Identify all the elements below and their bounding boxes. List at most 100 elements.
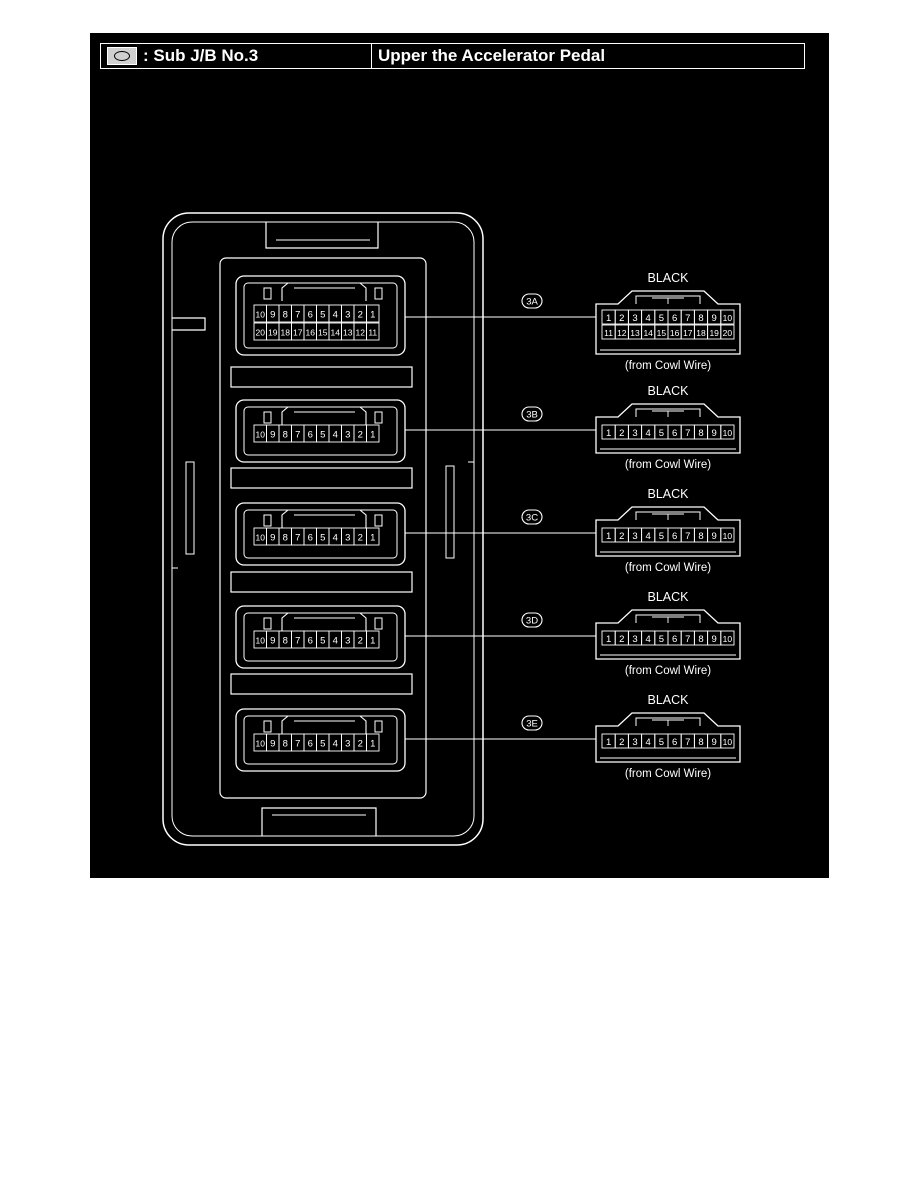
jb-pin-label: 1 <box>370 310 375 321</box>
jb-pin-cell <box>366 424 380 443</box>
harness-pin-label: 7 <box>685 313 690 324</box>
jb-separator-2 <box>230 467 413 489</box>
harness-pin-label: 18 <box>696 328 706 338</box>
jb-pin-label: 5 <box>320 430 325 441</box>
jb-pin-label: 4 <box>333 310 338 321</box>
jb-left-rib <box>185 461 195 555</box>
jb-connector-housing <box>235 502 406 566</box>
jb-pin-label: 5 <box>320 533 325 544</box>
harness-pin-label: 4 <box>646 313 651 324</box>
jb-bottom-notch <box>261 807 377 836</box>
jb-pin-label: 9 <box>270 533 275 544</box>
jb-pin-label: 3 <box>345 430 350 441</box>
jb-pin-cell <box>366 322 380 341</box>
jb-pin-label: 18 <box>281 328 291 338</box>
jb-pin-label: 8 <box>283 739 288 750</box>
jb-lock-tab-right <box>374 287 383 300</box>
connector-code-label: 3C <box>526 513 538 524</box>
jb-pin-label: 6 <box>308 533 313 544</box>
jb-pin-label: 4 <box>333 430 338 441</box>
harness-pin-label: 5 <box>659 531 664 542</box>
jb-pin-label: 3 <box>345 636 350 647</box>
harness-pin-label: 9 <box>712 634 717 645</box>
jb-pin-label: 7 <box>295 430 300 441</box>
connector-code-marker <box>521 715 543 731</box>
jb-pin-cell <box>366 304 380 323</box>
jb-lock-tab-right <box>374 514 383 527</box>
jb-pin-label: 1 <box>370 533 375 544</box>
jb-pin-label: 2 <box>358 739 363 750</box>
harness-pin-label: 5 <box>659 428 664 439</box>
jb-lock-tab-left <box>263 411 272 424</box>
connector-code-marker <box>521 406 543 422</box>
harness-pin-label: 1 <box>606 531 611 542</box>
connector-color-label: BLACK <box>648 384 690 398</box>
harness-latch <box>635 295 701 304</box>
harness-connector-housing <box>595 403 741 454</box>
harness-pin-label: 2 <box>619 531 624 542</box>
harness-pin-label: 6 <box>672 313 677 324</box>
junction-block-oval-icon <box>107 47 137 65</box>
harness-pin-label: 7 <box>685 428 690 439</box>
harness-pin-label: 7 <box>685 531 690 542</box>
jb-pin-label: 5 <box>320 739 325 750</box>
jb-latch <box>281 715 367 734</box>
connector-code-label: 3B <box>526 410 538 421</box>
connector-source-label: (from Cowl Wire) <box>625 768 711 780</box>
harness-pin-label: 8 <box>698 737 703 748</box>
harness-pin-label: 7 <box>685 737 690 748</box>
jb-pin-label: 9 <box>270 310 275 321</box>
jb-pin-label: 12 <box>356 328 366 338</box>
harness-connector-housing <box>595 609 741 660</box>
jb-pin-label: 1 <box>370 739 375 750</box>
jb-pin-label: 6 <box>308 739 313 750</box>
jb-pin-label: 10 <box>256 739 266 749</box>
diagram-panel <box>90 33 829 878</box>
harness-pin-label: 11 <box>604 328 613 338</box>
harness-pin-label: 10 <box>723 634 733 644</box>
harness-pin-label: 17 <box>683 328 693 338</box>
harness-pin-label: 19 <box>709 328 719 338</box>
harness-pin-label: 8 <box>698 531 703 542</box>
harness-pin-label: 3 <box>632 531 637 542</box>
jb-connector-housing <box>235 399 406 463</box>
harness-pin-label: 15 <box>657 328 667 338</box>
jb-pin-label: 4 <box>333 636 338 647</box>
jb-pin-label: 6 <box>308 430 313 441</box>
harness-pin-label: 13 <box>630 328 640 338</box>
jb-separator-1 <box>230 366 413 388</box>
connector-code-marker <box>521 509 543 525</box>
jb-pin-label: 1 <box>370 636 375 647</box>
harness-pin-label: 2 <box>619 634 624 645</box>
harness-latch <box>635 511 701 520</box>
harness-pin-label: 9 <box>712 531 717 542</box>
harness-pin-label: 3 <box>632 313 637 324</box>
harness-pin-label: 9 <box>712 313 717 324</box>
harness-latch <box>635 408 701 417</box>
jb-pin-label: 19 <box>268 328 278 338</box>
connector-color-label: BLACK <box>648 590 690 604</box>
jb-outer-outline <box>162 212 484 846</box>
harness-pin-label: 1 <box>606 634 611 645</box>
harness-pin-label: 9 <box>712 737 717 748</box>
harness-pin-cell <box>720 733 735 749</box>
jb-pin-label: 15 <box>318 328 328 338</box>
jb-pin-label: 7 <box>295 310 300 321</box>
harness-pin-cell <box>720 527 735 543</box>
jb-lock-tab-left <box>263 617 272 630</box>
jb-connector-housing <box>235 708 406 772</box>
connector-source-label: (from Cowl Wire) <box>625 562 711 574</box>
harness-pin-label: 14 <box>643 328 653 338</box>
location-title: Upper the Accelerator Pedal <box>378 46 606 65</box>
junction-block-body <box>162 212 484 846</box>
jb-pin-label: 2 <box>358 636 363 647</box>
harness-pin-cell <box>720 424 735 440</box>
harness-pin-label: 2 <box>619 737 624 748</box>
harness-pin-label: 1 <box>606 428 611 439</box>
harness-pin-label: 2 <box>619 428 624 439</box>
jb-pin-label: 6 <box>308 310 313 321</box>
connector-code-marker <box>521 293 543 309</box>
